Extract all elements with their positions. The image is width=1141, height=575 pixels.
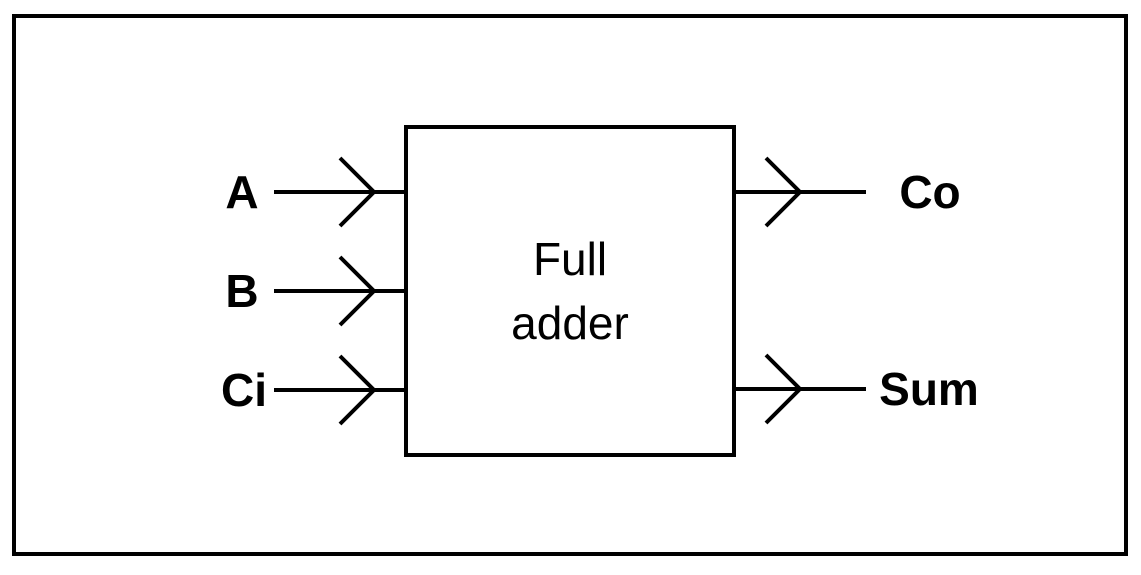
output-co-label: Co — [899, 166, 960, 218]
input-ci-label: Ci — [221, 364, 267, 416]
input-a-label: A — [225, 166, 258, 218]
input-ci-arrow — [338, 354, 377, 426]
input-a-arrow — [338, 156, 377, 228]
input-ci-port: Ci — [221, 354, 406, 426]
output-co-port: Co — [734, 156, 961, 228]
output-sum-arrow — [764, 353, 803, 425]
block-label-line2: adder — [511, 297, 629, 349]
block-label-line1: Full — [533, 233, 607, 285]
input-b-port: B — [225, 255, 406, 327]
input-b-arrow — [338, 255, 377, 327]
input-a-port: A — [225, 156, 406, 228]
output-sum-label: Sum — [879, 363, 979, 415]
full-adder-block — [404, 125, 736, 457]
output-sum-port: Sum — [734, 353, 979, 425]
outer-frame — [12, 14, 1128, 556]
output-co-arrow — [764, 156, 803, 228]
input-b-label: B — [225, 265, 258, 317]
